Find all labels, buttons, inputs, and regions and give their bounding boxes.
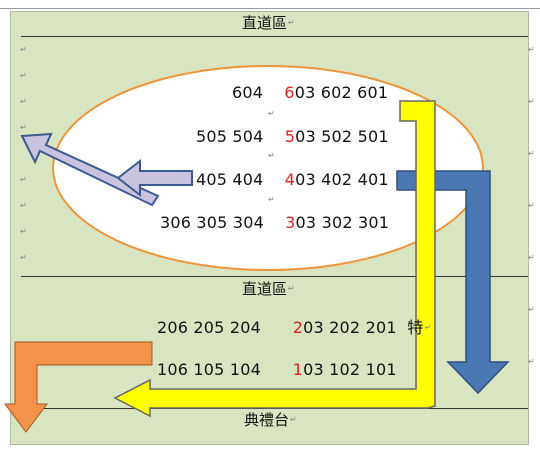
page-top-rule bbox=[0, 8, 540, 9]
stage-label: 典禮台↵ bbox=[244, 411, 297, 429]
center-mark: ↵ bbox=[268, 195, 275, 204]
corridor-top-line bbox=[21, 36, 528, 37]
room-row-3: 306 305 304 303 302 301 bbox=[160, 213, 390, 232]
margin-mark: ↵ bbox=[20, 253, 27, 262]
orange-down-arrow bbox=[4, 341, 153, 433]
room-row-5: 505 504 503 502 501 bbox=[196, 127, 389, 146]
room-row-4: 405 404 403 402 401 bbox=[196, 170, 389, 189]
corridor-middle-line bbox=[21, 276, 528, 277]
room-row-1: 106 105 104 103 102 101 bbox=[157, 360, 397, 379]
right-margin-mark: ↵ bbox=[528, 357, 535, 366]
margin-mark: ↵ bbox=[20, 97, 27, 106]
margin-mark: ↵ bbox=[20, 201, 27, 210]
margin-mark: ↵ bbox=[20, 227, 27, 236]
room-row-6: 604 603 602 601 bbox=[232, 83, 389, 102]
right-margin-mark: ↵ bbox=[528, 253, 535, 262]
right-margin-mark: ↵ bbox=[528, 305, 535, 314]
special-room-label: 特 bbox=[407, 318, 424, 337]
purple-left-arrow bbox=[116, 158, 193, 198]
margin-mark: ↵ bbox=[20, 123, 27, 132]
right-margin-mark: ↵ bbox=[528, 149, 535, 158]
right-margin-mark: ↵ bbox=[528, 97, 535, 106]
margin-mark: ↵ bbox=[20, 175, 27, 184]
center-mark: ↵ bbox=[268, 109, 275, 118]
margin-mark: ↵ bbox=[20, 71, 27, 80]
upper-floors-ellipse bbox=[52, 65, 484, 271]
yellow-route-arrow bbox=[113, 100, 436, 418]
corridor-top-label: 直道區↵ bbox=[242, 14, 295, 32]
room-row-2: 206 205 204 203 202 201 特↵ bbox=[157, 318, 432, 337]
margin-mark: ↵ bbox=[20, 45, 27, 54]
center-mark: ↵ bbox=[268, 151, 275, 160]
right-margin-mark: ↵ bbox=[528, 45, 535, 54]
corridor-middle-label: 直道區↵ bbox=[242, 280, 295, 298]
right-margin-mark: ↵ bbox=[528, 201, 535, 210]
